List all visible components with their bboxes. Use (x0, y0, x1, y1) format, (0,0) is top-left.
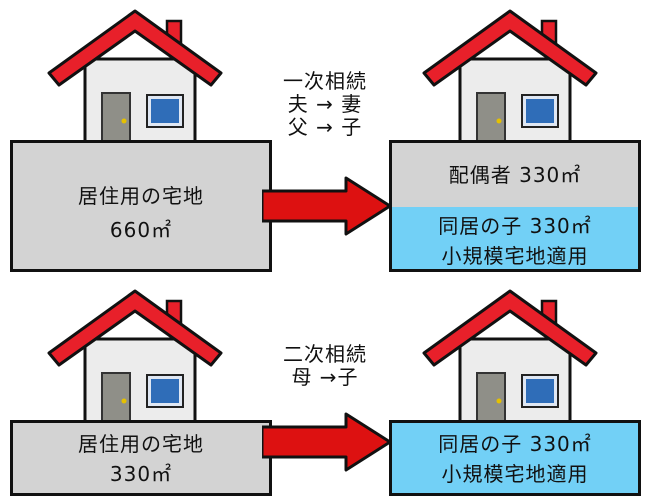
arrow-icon (262, 412, 392, 472)
house-graphic (47, 289, 223, 427)
child-share-label: 同居の子 330㎡ (438, 432, 592, 456)
caption-line: 父 → 子 (287, 115, 363, 139)
small-lot-exception-label: 小規模宅地適用 (441, 462, 589, 486)
divided-lot: 配偶者 330㎡ 同居の子 330㎡ 小規模宅地適用 (389, 140, 641, 272)
second-inheritance-caption: 二次相続 母 →子 (265, 343, 385, 389)
residential-lot-330: 居住用の宅地 330㎡ (10, 420, 272, 496)
lot-area: 330㎡ (109, 462, 173, 486)
cohabiting-child-share: 同居の子 330㎡ 小規模宅地適用 (392, 207, 638, 269)
lot-label: 居住用の宅地 (78, 184, 204, 208)
lot-area: 660㎡ (109, 218, 173, 242)
child-share-label: 同居の子 330㎡ (438, 214, 592, 238)
small-lot-exception-label: 小規模宅地適用 (441, 244, 589, 268)
first-inheritance-caption: 一次相続 夫 → 妻 父 → 子 (265, 70, 385, 139)
caption-line: 夫 → 妻 (287, 92, 363, 116)
house-graphic (422, 289, 598, 427)
house-icon (45, 3, 225, 148)
spouse-share-label: 配偶者 330㎡ (448, 163, 582, 187)
arrow-icon (262, 176, 392, 236)
house-icon (420, 283, 600, 428)
caption-line: 母 →子 (291, 365, 359, 389)
residential-lot-660: 居住用の宅地 660㎡ (10, 140, 272, 272)
house-icon (45, 283, 225, 428)
lot-label: 居住用の宅地 (78, 432, 204, 456)
house-graphic (422, 9, 598, 147)
house-graphic (47, 9, 223, 147)
caption-title: 二次相続 (283, 342, 367, 366)
cohabiting-child-lot: 同居の子 330㎡ 小規模宅地適用 (389, 420, 641, 496)
house-icon (420, 3, 600, 148)
caption-title: 一次相続 (283, 69, 367, 93)
spouse-share: 配偶者 330㎡ (392, 143, 638, 207)
